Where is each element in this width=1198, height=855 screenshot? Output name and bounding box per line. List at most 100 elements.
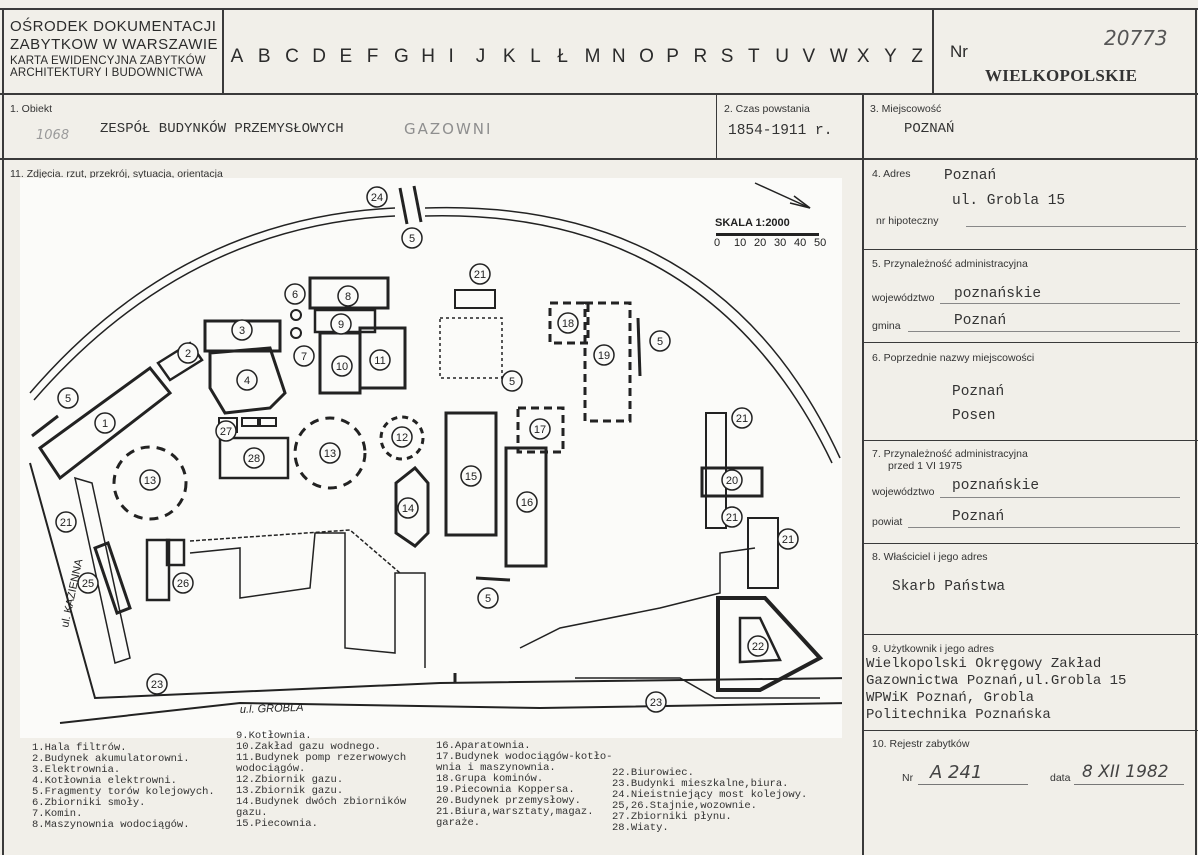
map-label-number: 5 — [509, 376, 515, 388]
map-label-number: 3 — [239, 325, 245, 337]
right-border — [1195, 8, 1197, 855]
previous-names-label: 6. Poprzednie nazwy miejscowości — [872, 352, 1035, 364]
map-label-circle — [215, 420, 237, 442]
sep-4 — [862, 249, 1198, 250]
address-city: Poznań — [944, 168, 997, 184]
legend-item: 7.Komin. — [32, 808, 83, 820]
user-line4: Politechnika Poznańska — [866, 707, 1051, 723]
sep-8 — [862, 634, 1198, 635]
map-label-number: 15 — [465, 471, 477, 483]
bldg-16 — [504, 446, 548, 568]
legend-item: 28.Wiaty. — [612, 822, 669, 834]
legend-item: 22.Biurowiec. — [612, 767, 694, 779]
map-label-number: 25 — [82, 578, 94, 590]
map-label-number: 9 — [338, 319, 344, 331]
map-label-circle — [721, 469, 743, 491]
admin-before-district-value: Poznań — [952, 509, 1005, 525]
alphabet-letter: P — [666, 46, 679, 67]
map-label-circle — [557, 312, 579, 334]
map-label-circle — [397, 497, 419, 519]
legend-item: 17.Budynek wodociągów-kotło- — [436, 751, 613, 763]
map-label-circle — [243, 447, 265, 469]
legend-item: 14.Budynek dwóch zbiorników — [236, 796, 407, 808]
bldg-17 — [516, 406, 565, 454]
user-line2: Gazownictwa Poznań,ul.Grobla 15 — [866, 673, 1127, 689]
alphabet-letter: S — [720, 46, 734, 67]
map-label-circle — [369, 349, 391, 371]
scale-tick-label: 30 — [774, 237, 786, 249]
object-row-bottom-line — [0, 158, 1198, 160]
gasholder-13a — [112, 445, 188, 521]
bldg-22 — [716, 596, 824, 692]
map-label-circle — [501, 370, 523, 392]
alphabet-letter: V — [802, 46, 816, 67]
map-label-circle — [645, 691, 667, 713]
legend-item: 16.Aparatownia. — [436, 740, 531, 752]
legend-item: 11.Budynek pomp rezerwowych — [236, 752, 407, 764]
address-label: 4. Adres — [872, 168, 911, 180]
map-label-number: 27 — [220, 426, 232, 438]
legend-item: 25,26.Stajnie,wozownie. — [612, 800, 757, 812]
map-label-circle — [231, 319, 253, 341]
map-label-number: 12 — [396, 432, 408, 444]
map-label-number: 10 — [336, 361, 348, 373]
map-label-number: 2 — [185, 348, 191, 360]
alphabet-letter: L — [530, 46, 541, 67]
object-name: ZESPÓŁ BUDYNKÓW PRZEMYSŁOWYCH — [100, 121, 344, 137]
legend-item: 15.Piecownia. — [236, 818, 318, 830]
map-label-circle — [139, 469, 161, 491]
legend-item: wnia i maszynownia. — [436, 762, 556, 774]
date-label: 2. Czas powstania — [724, 103, 810, 115]
map-label-circle — [293, 345, 315, 367]
nr-label: Nr — [950, 42, 968, 61]
register-label: 10. Rejestr zabytków — [872, 738, 970, 750]
alphabet-letter: Y — [884, 46, 897, 67]
map-label-number: 21 — [474, 269, 486, 281]
bldg-8 — [308, 276, 390, 310]
legend-item: 13.Zbiornik gazu. — [236, 785, 344, 797]
map-label-number: 5 — [65, 393, 71, 405]
map-label-circle — [77, 572, 99, 594]
alphabet-letter: I — [448, 46, 454, 67]
date-divider — [716, 94, 717, 159]
bldg-4 — [208, 346, 287, 415]
alphabet-letter: U — [775, 46, 789, 67]
legend-item: 19.Piecownia Koppersa. — [436, 784, 575, 796]
sep-9 — [862, 730, 1198, 731]
legend-item: 2.Budynek akumulatorowni. — [32, 753, 190, 765]
map-label-circle — [469, 263, 491, 285]
legend-col2: 9.Kotłownia.10.Zakład gazu wodnego.11.Bu… — [236, 731, 406, 830]
map-label-number: 21 — [60, 517, 72, 529]
alphabet-letter: T — [748, 46, 760, 67]
legend-item: 1.Hala filtrów. — [32, 742, 127, 754]
map-label-circle — [177, 342, 199, 364]
bldg-20 — [700, 466, 764, 498]
admin-before-label2: przed 1 VI 1975 — [888, 460, 963, 472]
alphabet-letter: O — [639, 46, 654, 67]
institution-line2: ZABYTKOW W WARSZAWIE — [10, 36, 219, 53]
place-value: POZNAŃ — [904, 121, 955, 137]
alphabet-letter: W — [829, 46, 848, 67]
institution-line1: OŚRODEK DOKUMENTACJI — [10, 18, 217, 35]
legend-col3: 16.Aparatownia.17.Budynek wodociągów-kot… — [436, 741, 612, 829]
left-border — [2, 8, 4, 855]
legend-item: 5.Fragmenty torów kolejowych. — [32, 786, 215, 798]
map-label-number: 23 — [151, 679, 163, 691]
admin-commune-label: gmina — [872, 320, 901, 332]
map-label-number: 1 — [102, 418, 108, 430]
bldg-1 — [37, 365, 173, 481]
user-line3: WPWiK Poznań, Grobla — [866, 690, 1035, 706]
institution-divider — [222, 8, 224, 94]
map-label-circle — [366, 186, 388, 208]
register-date-value: 8 XII 1982 — [1082, 762, 1169, 782]
map-label-circle — [721, 506, 743, 528]
map-label-number: 26 — [177, 578, 189, 590]
scale-tick-label: 50 — [814, 237, 826, 249]
map-label-circle — [649, 330, 671, 352]
legend-item: gazu. — [236, 807, 268, 819]
alphabet-letter: R — [693, 46, 708, 67]
map-label-number: 23 — [650, 697, 662, 709]
map-label-number: 5 — [485, 593, 491, 605]
